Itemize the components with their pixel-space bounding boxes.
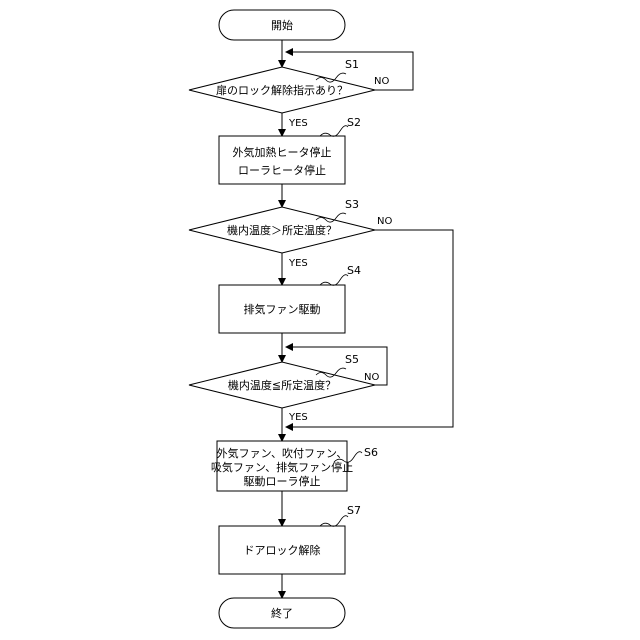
step-tag-s3: S3: [345, 198, 359, 211]
step-tag-s1: S1: [345, 58, 359, 71]
decision-s1-label: 扉のロック解除指示あり？: [216, 83, 348, 97]
branch-label-s1-yes: YES: [288, 118, 308, 129]
branch-label-s3-no: NO: [377, 216, 392, 227]
decision-s5-label: 機内温度≦所定温度？: [228, 378, 336, 392]
decision-s3-label: 機内温度＞所定温度？: [227, 223, 337, 237]
step-tag-s6: S6: [364, 446, 378, 459]
end-label: 終了: [271, 606, 293, 620]
branch-label-s5-no: NO: [364, 372, 379, 383]
step-tag-leader-s2: [320, 126, 348, 137]
branch-label-s1-no: NO: [374, 76, 389, 87]
process-s7-label: ドアロック解除: [244, 543, 321, 557]
branch-label-s5-yes: YES: [288, 412, 308, 423]
step-tag-s4: S4: [347, 264, 361, 277]
step-tag-leader-s7: [320, 516, 348, 527]
process-s6-line1: 外気ファン、吹付ファン、: [217, 446, 348, 460]
branch-label-s3-yes: YES: [288, 258, 308, 269]
process-s2-line2: ローラヒータ停止: [238, 163, 326, 177]
process-s2-line1: 外気加熱ヒータ停止: [233, 145, 332, 159]
step-tag-s2: S2: [347, 116, 361, 129]
process-s4-label: 排気ファン駆動: [244, 302, 321, 316]
process-s6-line3: 駆動ローラ停止: [244, 474, 321, 488]
step-tag-s7: S7: [347, 504, 361, 517]
step-tag-s5: S5: [345, 353, 359, 366]
start-label: 開始: [271, 18, 293, 32]
process-s6-line2: 吸気ファン、排気ファン停止: [211, 460, 353, 474]
step-tag-leader-s4: [320, 275, 348, 286]
